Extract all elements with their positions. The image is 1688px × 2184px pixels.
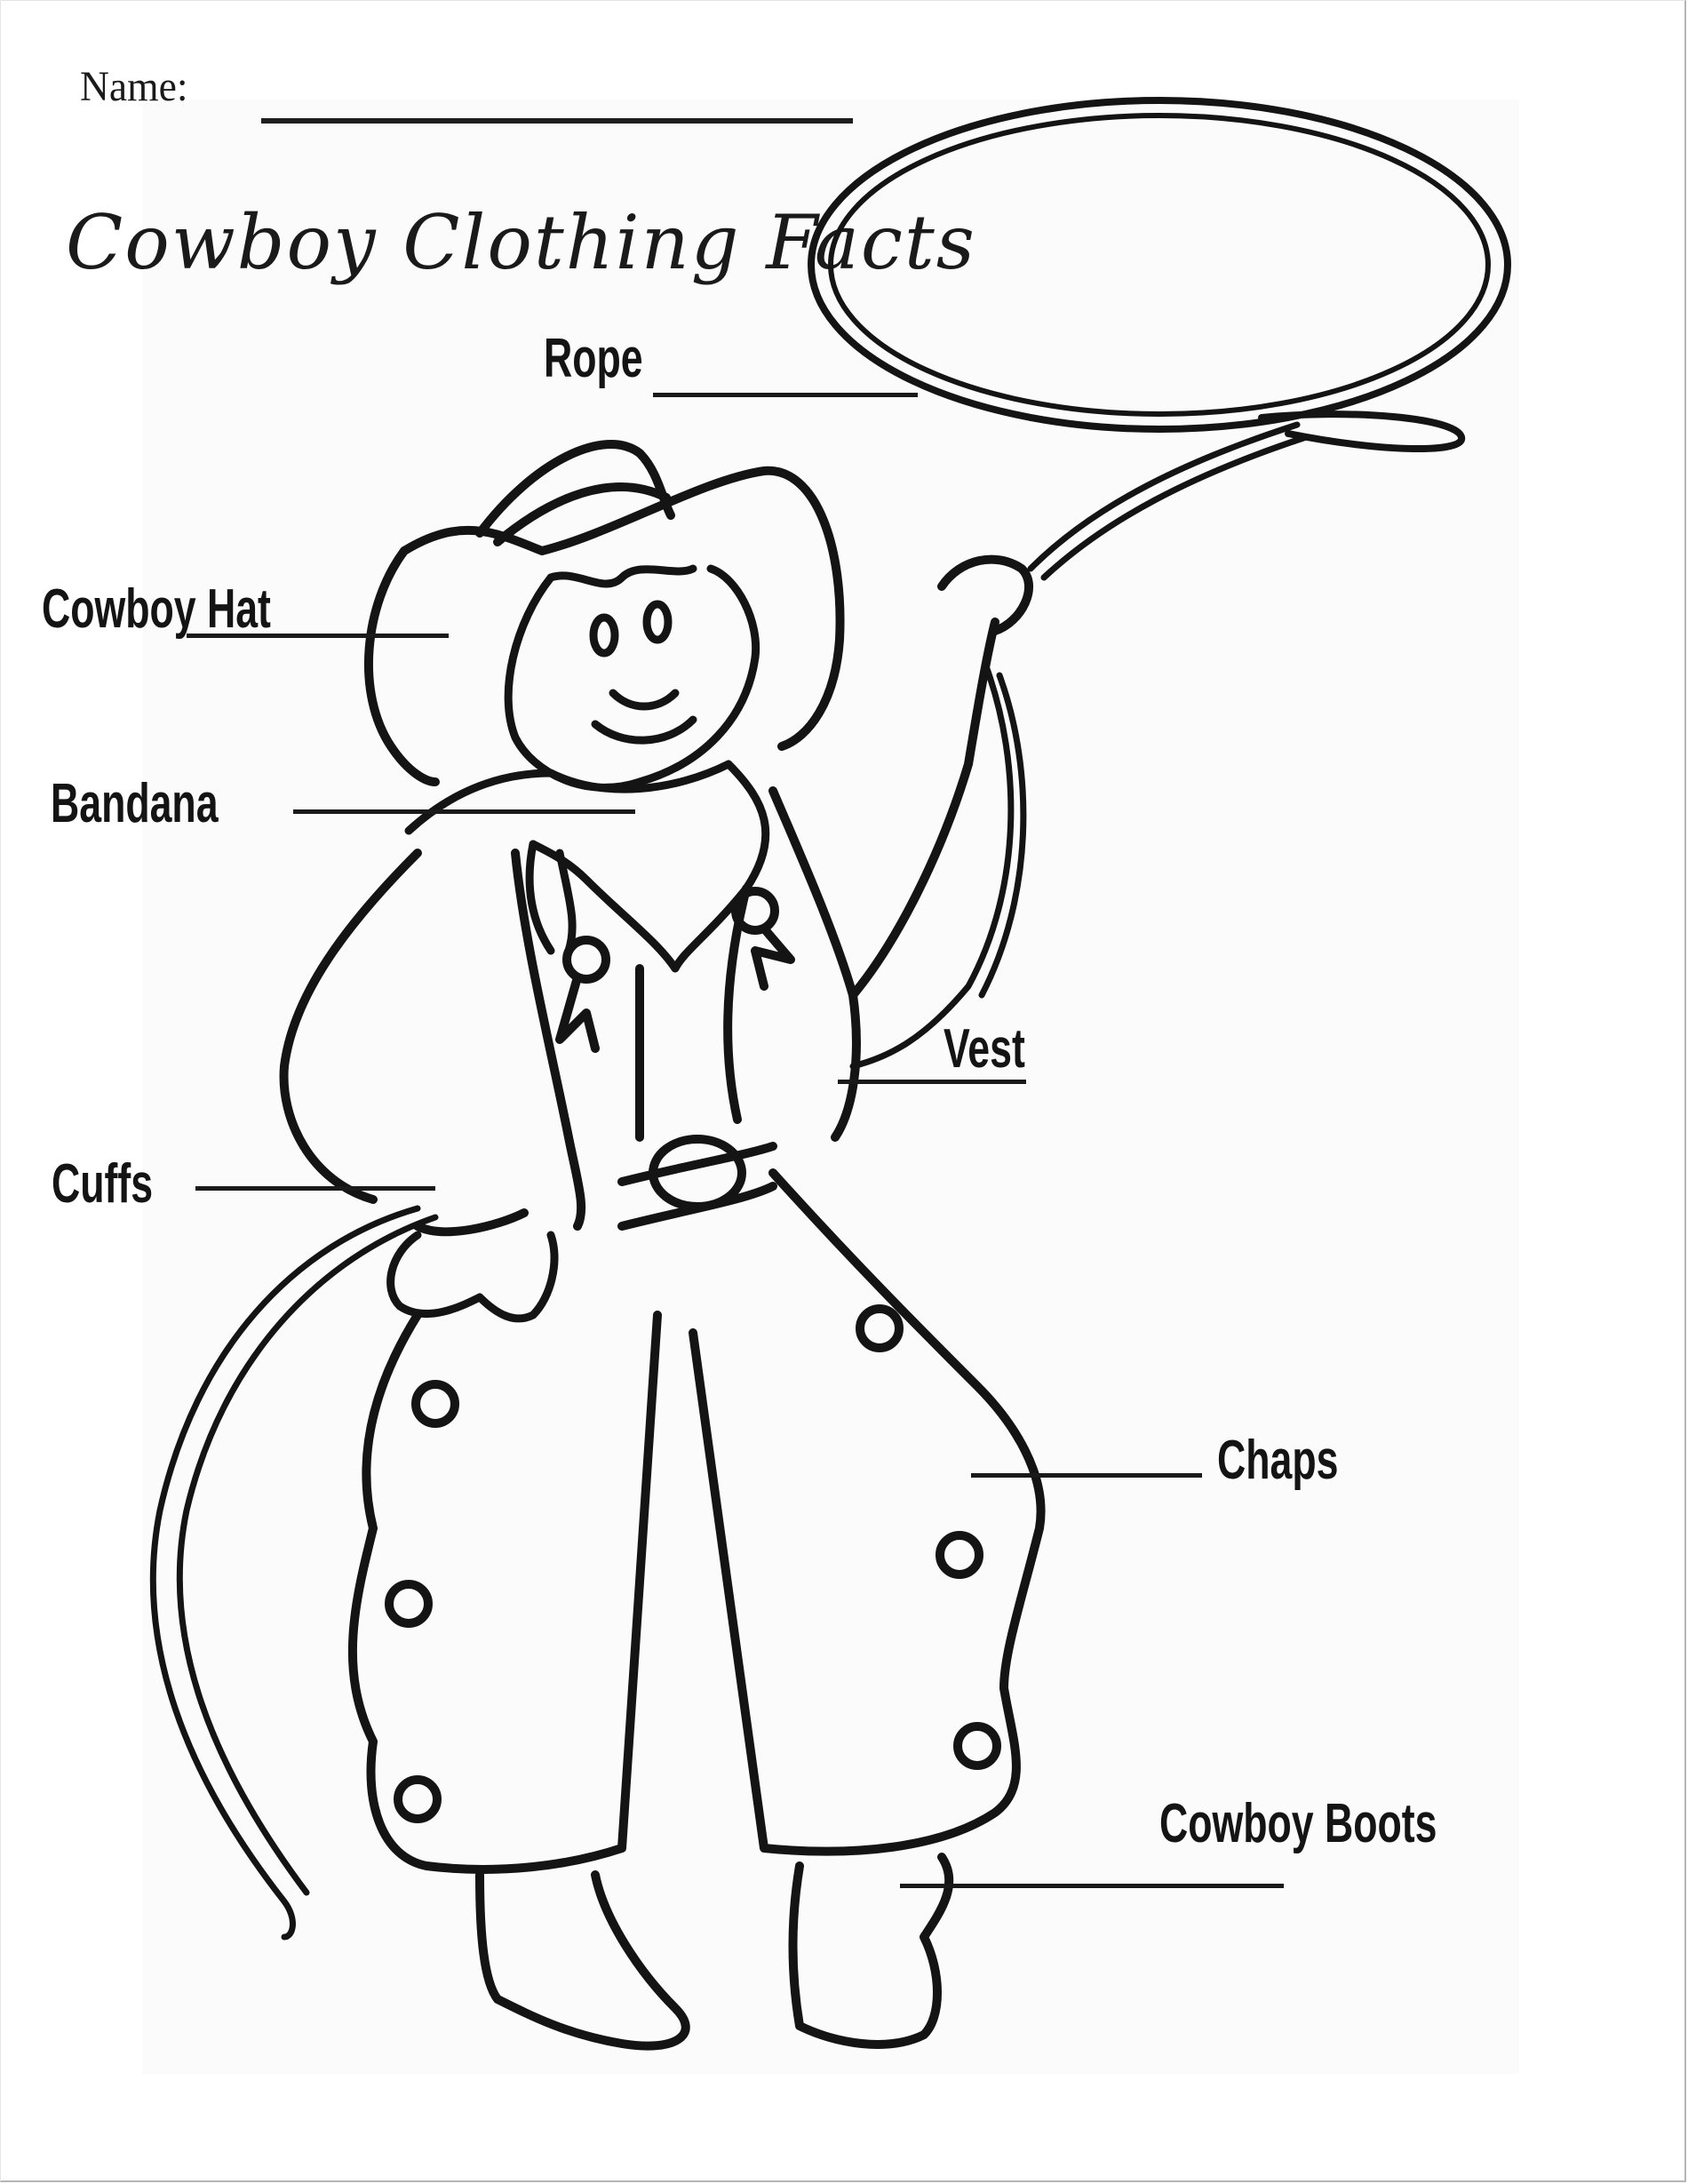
name-blank-line[interactable]	[261, 118, 853, 124]
vest-label: Vest	[944, 1018, 1025, 1080]
cowboy-boots-leader-line	[900, 1884, 1284, 1888]
vest-icon	[279, 554, 1034, 1231]
cuffs-leader-line	[195, 1186, 435, 1191]
belt-buckle-icon	[413, 1135, 777, 1237]
bandana-leader-line	[293, 809, 635, 814]
cuffs-label: Cuffs	[52, 1153, 154, 1215]
cowboy-hat-icon	[363, 440, 845, 786]
chaps-leader-line	[971, 1473, 1202, 1478]
rope-answer-line[interactable]	[653, 393, 918, 397]
name-label: Name:	[80, 63, 188, 110]
hand-icon	[386, 1231, 559, 1323]
rope-line-icon	[149, 421, 1310, 1941]
rope-label: Rope	[544, 328, 643, 389]
chaps-label: Chaps	[1217, 1430, 1339, 1491]
cowboy-hat-label: Cowboy Hat	[42, 578, 271, 640]
bandana-label: Bandana	[51, 773, 219, 834]
page-title: Cowboy Clothing Facts	[66, 199, 976, 287]
cowboy-boots-icon	[475, 1853, 954, 2051]
head-icon	[504, 564, 760, 792]
chaps-icon	[347, 1168, 1046, 1874]
cowboy-boots-label: Cowboy Boots	[1159, 1793, 1437, 1854]
vest-leader-line	[838, 1080, 1026, 1084]
cowboy-hat-leader-line	[187, 634, 449, 638]
lasso-loop-icon	[808, 97, 1511, 453]
